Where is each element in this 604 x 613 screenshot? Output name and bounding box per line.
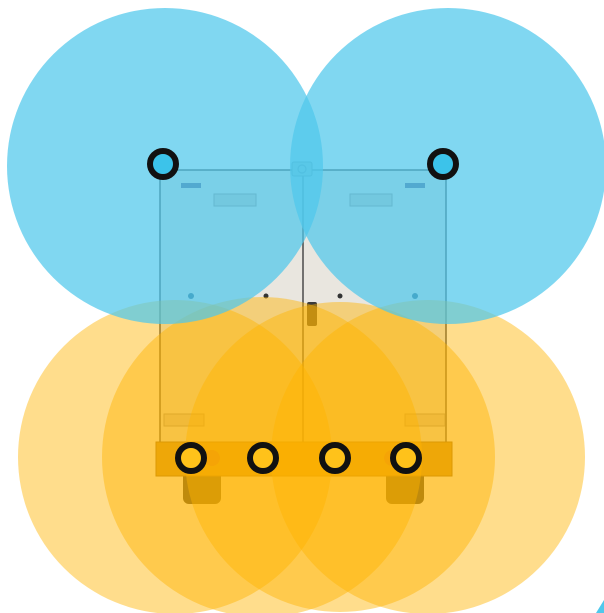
- bolt: [337, 293, 343, 299]
- door-handle: [307, 302, 317, 326]
- left-bottom-hinge: [163, 413, 205, 427]
- bottom-sensor-3: [319, 442, 351, 474]
- right-bottom-hinge: [404, 413, 446, 427]
- bolt: [263, 293, 269, 299]
- bottom-sensor-4: [390, 442, 422, 474]
- bottom-sensor-1: [175, 442, 207, 474]
- sensors: [147, 148, 459, 474]
- coverage-zones: [7, 8, 604, 613]
- corner-mark: [596, 600, 604, 613]
- bottom-zone-1: [18, 300, 332, 613]
- top-left-sensor: [147, 148, 179, 180]
- left-tail-light: [204, 450, 220, 466]
- top-right-sensor: [427, 148, 459, 180]
- bottom-zone-4: [271, 300, 585, 613]
- bottom-sensor-2: [247, 442, 279, 474]
